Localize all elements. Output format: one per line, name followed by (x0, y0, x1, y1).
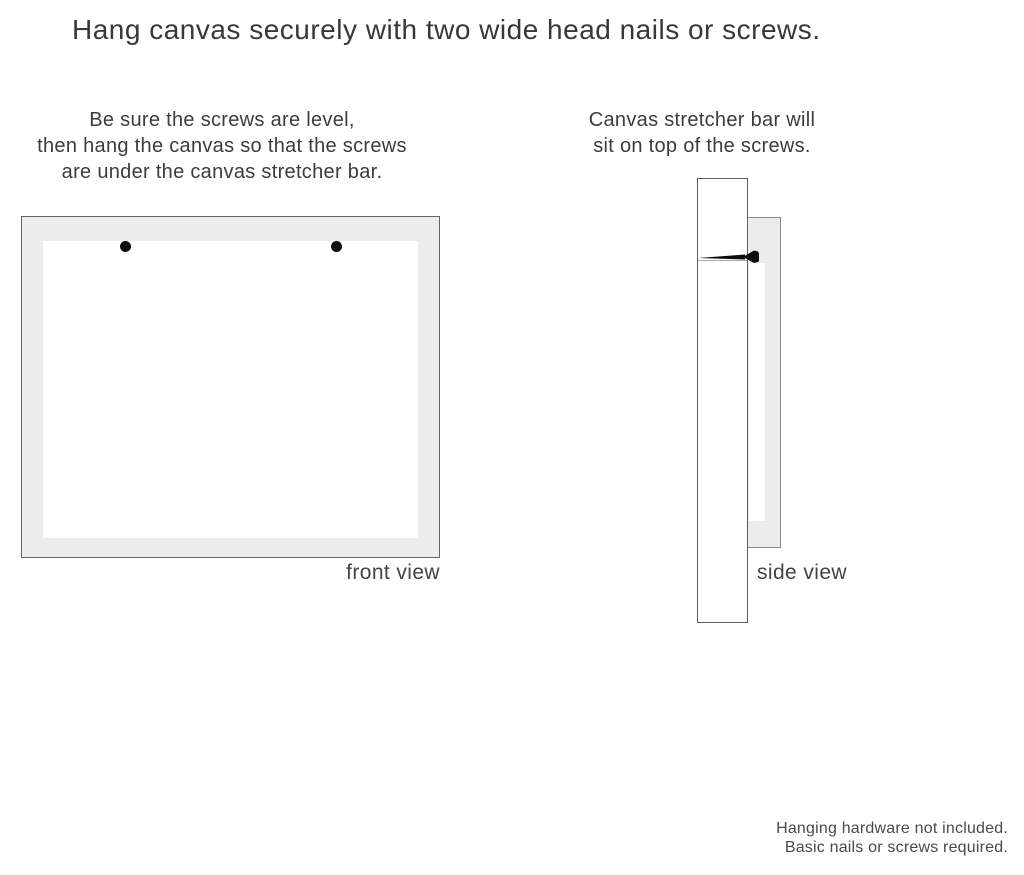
front-view-label: front view (346, 561, 440, 584)
hardware-note: Hanging hardware not included. Basic nai… (776, 819, 1008, 857)
hardware-note-line: Basic nails or screws required. (784, 839, 1008, 856)
instruction-line: sit on top of the screws. (593, 135, 811, 157)
side-view-label: side view (757, 561, 847, 584)
instruction-line: Be sure the screws are level, (89, 109, 355, 131)
instruction-line: then hang the canvas so that the screws (37, 135, 407, 157)
side-view-stretcher-bar (697, 178, 748, 623)
nail-shadow-line (698, 260, 747, 261)
hardware-note-line: Hanging hardware not included. (776, 820, 1008, 837)
page-title: Hang canvas securely with two wide head … (72, 14, 821, 45)
instruction-line: are under the canvas stretcher bar. (61, 161, 383, 183)
side-view-canvas-edge-highlight (749, 263, 765, 521)
front-view-instructions: Be sure the screws are level, then hang … (16, 107, 428, 185)
nail-head-dot-right (331, 241, 342, 252)
nail-head-dot-left (120, 241, 131, 252)
front-view-canvas-face (43, 241, 418, 538)
instruction-line: Canvas stretcher bar will (588, 109, 816, 131)
nail-icon (698, 250, 759, 263)
side-view-instructions: Canvas stretcher bar will sit on top of … (568, 107, 836, 159)
front-view-canvas (21, 216, 440, 558)
side-view-canvas (746, 217, 781, 548)
